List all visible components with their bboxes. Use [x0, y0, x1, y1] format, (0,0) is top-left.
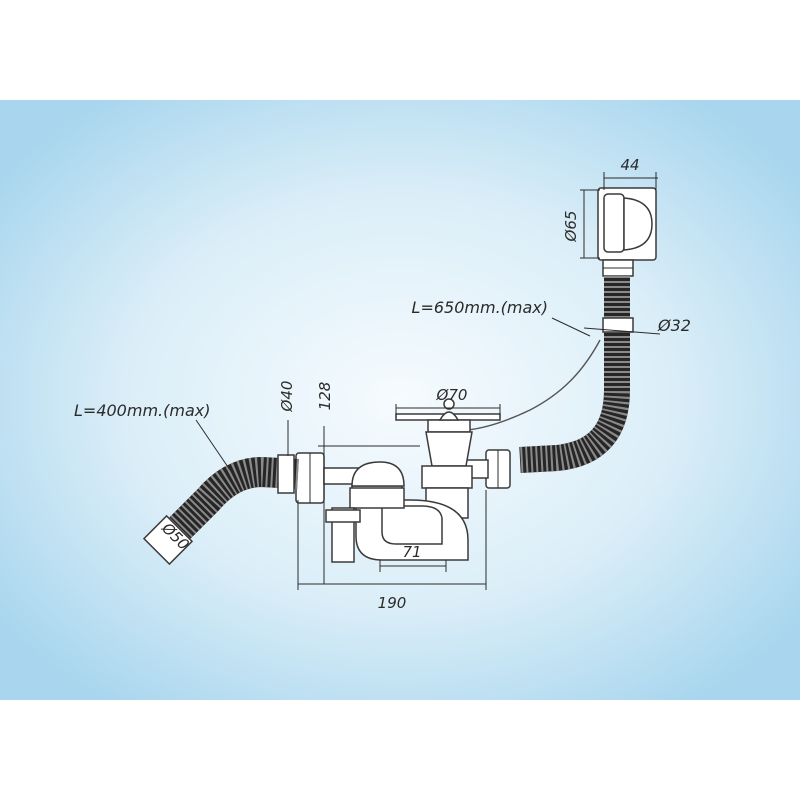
label-total-width: 190: [378, 594, 407, 612]
diagram-panel: 44 Ø65 L=650mm.(max) Ø32 L=400mm.(max) Ø…: [0, 100, 800, 700]
cable: [467, 339, 601, 431]
label-offset: 71: [402, 543, 421, 561]
outlet-hose: [142, 454, 299, 566]
label-overflow-hose-diameter: Ø32: [657, 316, 691, 335]
overflow-fitting: [597, 187, 657, 277]
label-outlet-hose-length: L=400mm.(max): [74, 401, 210, 420]
label-overflow-diameter: Ø65: [562, 211, 580, 243]
label-outlet-diameter: Ø40: [278, 381, 296, 413]
background: [0, 100, 800, 700]
dimension-lines: [195, 172, 661, 590]
label-overflow-width: 44: [620, 156, 639, 174]
siphon-body: [295, 398, 511, 563]
label-drain-diameter: Ø70: [436, 386, 468, 404]
label-height: 128: [316, 382, 334, 411]
bath-siphon-diagram: 44 Ø65 L=650mm.(max) Ø32 L=400mm.(max) Ø…: [0, 100, 800, 700]
overflow-hose: [519, 276, 634, 473]
label-cable-length: L=650mm.(max): [412, 298, 548, 317]
